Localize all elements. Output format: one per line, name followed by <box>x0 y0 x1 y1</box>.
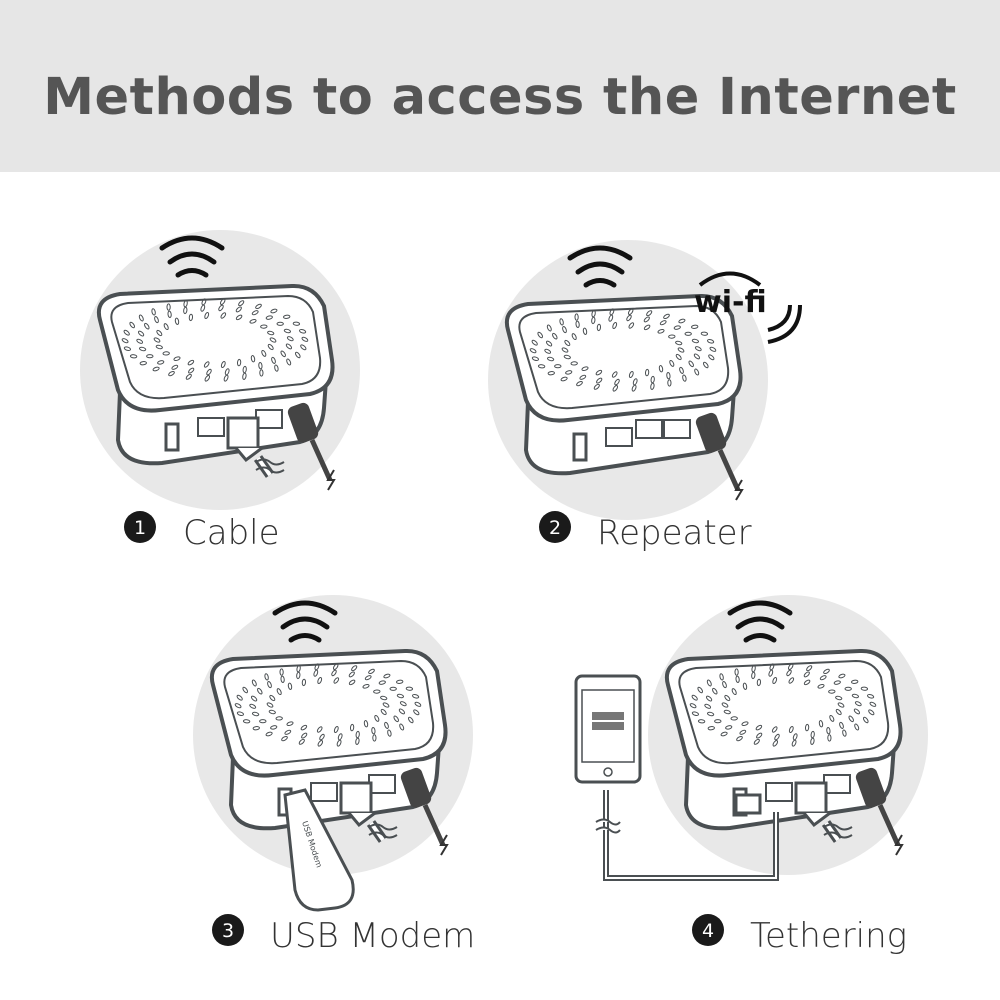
method-label-usb-modem: 3 USB Modem <box>212 914 475 956</box>
header-band: Methods to access the Internet <box>0 0 1000 172</box>
svg-text:wi-fi: wi-fi <box>694 285 767 320</box>
usb-cable-icon <box>595 790 779 881</box>
wifi-logo-icon: wi-fi <box>694 271 802 344</box>
svg-text:Cable: Cable <box>183 513 280 553</box>
svg-text:Repeater: Repeater <box>597 513 752 553</box>
svg-text:Tethering: Tethering <box>750 916 907 956</box>
method-tethering-illustration <box>648 595 928 875</box>
method-repeater-illustration <box>488 240 768 520</box>
svg-text:2: 2 <box>549 517 561 539</box>
svg-text:3: 3 <box>222 920 234 942</box>
method-usb-modem-illustration <box>193 595 473 875</box>
page-title: Methods to access the Internet <box>43 68 957 127</box>
svg-text:1: 1 <box>134 517 146 539</box>
method-label-tethering: 4 Tethering <box>692 914 907 956</box>
usb-modem-icon: USB Modem <box>283 788 355 912</box>
lan-port-icon <box>635 419 663 439</box>
svg-text:USB Modem: USB Modem <box>270 916 475 956</box>
method-label-repeater: 2 Repeater <box>539 511 752 553</box>
smartphone-icon <box>574 674 642 784</box>
svg-text:4: 4 <box>702 920 714 942</box>
method-cable-illustration <box>80 230 360 510</box>
method-label-cable: 1 Cable <box>124 511 280 553</box>
